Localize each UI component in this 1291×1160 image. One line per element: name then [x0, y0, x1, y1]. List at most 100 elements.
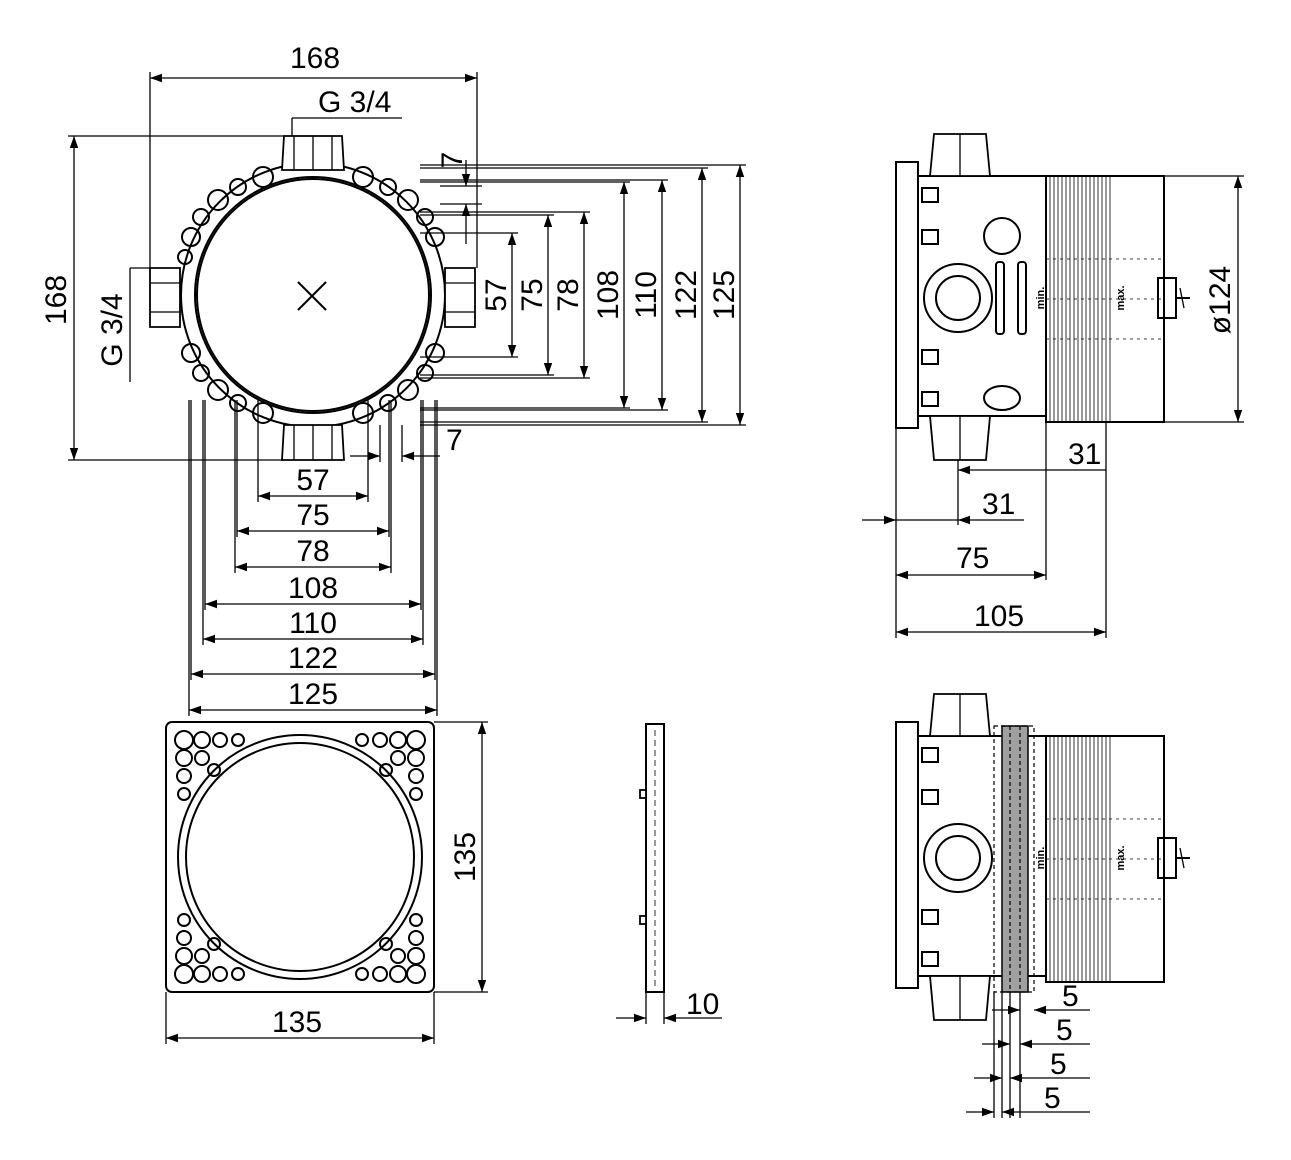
plate-hole [379, 937, 393, 951]
spacing-dim-label: 5 [1050, 1048, 1067, 1081]
plate-hole [194, 750, 210, 766]
frame-hole [177, 249, 193, 265]
plate-height-label: 135 [449, 832, 482, 882]
front-width-label: 168 [290, 42, 340, 75]
plate-hole [174, 964, 194, 984]
frame-hole [181, 227, 201, 247]
depth-total-label: 105 [974, 600, 1024, 633]
spacing-dim-label: 5 [1056, 1014, 1073, 1047]
frame-hole [207, 189, 229, 211]
plate-hole [177, 913, 191, 927]
frame-hole [425, 227, 445, 247]
plate-hole [408, 768, 424, 784]
frame-hole [252, 166, 274, 188]
frame-hole [192, 364, 210, 382]
plate-hole [177, 787, 191, 801]
vertical-dim-label: 75 [516, 278, 549, 311]
thread-top-label: G 3/4 [318, 86, 391, 119]
horizontal-dim-label: 110 [289, 607, 337, 640]
frame-hole [229, 394, 247, 412]
plate-hole [193, 965, 211, 983]
vertical-dim-label: 122 [670, 270, 703, 320]
vertical-dim-label: 78 [552, 278, 585, 311]
plate-hole [406, 964, 426, 984]
plate-thickness-label: 10 [686, 988, 719, 1021]
plate-hole [212, 732, 228, 748]
plate-hole [409, 787, 423, 801]
horizontal-dim-label: 78 [296, 535, 329, 568]
plate-hole [407, 749, 425, 767]
offset-bottom-label: 7 [446, 424, 463, 457]
vertical-dim-label: 57 [480, 278, 513, 311]
plate-width-label: 135 [272, 1006, 322, 1039]
plate-hole [174, 730, 194, 750]
frame-hole [416, 208, 434, 226]
frame-hole [192, 208, 210, 226]
frame-hole [397, 379, 419, 401]
spacing-dim-label: 5 [1062, 980, 1079, 1013]
plate-hole [355, 733, 369, 747]
thread-side-label: G 3/4 [96, 293, 129, 366]
frame-hole [207, 379, 229, 401]
plate-hole [407, 947, 425, 965]
horizontal-dim-label: 108 [288, 572, 338, 605]
depth-a-label: 31 [1068, 438, 1101, 471]
spacing-dim-label: 5 [1044, 1082, 1061, 1115]
plate-hole [176, 930, 192, 946]
threaded-sleeve-2 [1045, 735, 1165, 983]
frame-hole [379, 394, 397, 412]
vertical-dim-label: 110 [630, 271, 663, 319]
plate-hole [355, 967, 369, 981]
plate-hole [379, 763, 393, 777]
vertical-dim-label: 108 [592, 270, 625, 320]
horizontal-dim-label: 125 [288, 678, 338, 711]
frame-hole [352, 402, 374, 424]
plate-hole [175, 947, 193, 965]
side-view: min. max. ø124 31 31 75 105 [862, 133, 1244, 638]
vertical-dim-label: 125 [708, 270, 741, 320]
frame-hole [397, 189, 419, 211]
plate-hole [207, 937, 221, 951]
depth-b-label: 31 [982, 488, 1015, 521]
plate-hole [390, 948, 406, 964]
plate-hole [193, 731, 211, 749]
plate-hole [406, 730, 426, 750]
plate-holes [174, 730, 426, 984]
frame-hole [181, 343, 201, 363]
depth-c-label: 75 [956, 542, 989, 575]
plate-hole [175, 749, 193, 767]
diameter-label: ø124 [1204, 266, 1237, 334]
min-label: min. [1035, 287, 1047, 310]
plate-view: 135 135 [165, 721, 488, 1044]
min-label-2: min. [1035, 847, 1047, 870]
plate-hole [212, 966, 228, 982]
frame-holes [177, 166, 445, 424]
plate-hole [390, 750, 406, 766]
plate-hole [231, 967, 245, 981]
plate-hole [409, 913, 423, 927]
threaded-sleeve [1045, 175, 1165, 423]
plate-hole [231, 733, 245, 747]
plate-hole [207, 763, 221, 777]
horizontal-dim-label: 57 [296, 464, 329, 497]
sleeve-outline [1045, 735, 1165, 983]
plate-hole [194, 948, 210, 964]
plate-section: 10 [616, 723, 722, 1024]
plate-hole [389, 731, 407, 749]
max-label: max. [1115, 285, 1127, 310]
frame-hole [352, 166, 374, 188]
max-label-2: max. [1115, 845, 1127, 870]
horizontal-dim-label: 122 [288, 642, 338, 675]
frame-hole [229, 178, 247, 196]
plate-hole [389, 965, 407, 983]
front-height-label: 168 [40, 275, 73, 325]
plate-hole [372, 732, 388, 748]
front-frame [149, 135, 476, 461]
offset-top-label: 7 [436, 152, 469, 169]
plate-hole [408, 930, 424, 946]
